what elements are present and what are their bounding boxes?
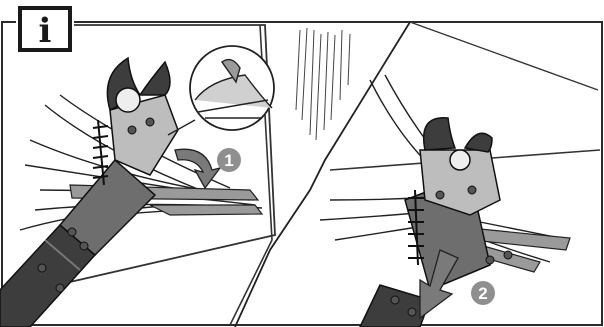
step-1-badge: 1 [217, 148, 241, 172]
frame-border [2, 22, 602, 325]
step-1-label: 1 [224, 151, 233, 170]
step-2-badge: 2 [471, 281, 495, 305]
info-badge: i [16, 4, 74, 54]
step-2-label: 2 [478, 284, 487, 303]
info-icon: i [39, 11, 52, 51]
